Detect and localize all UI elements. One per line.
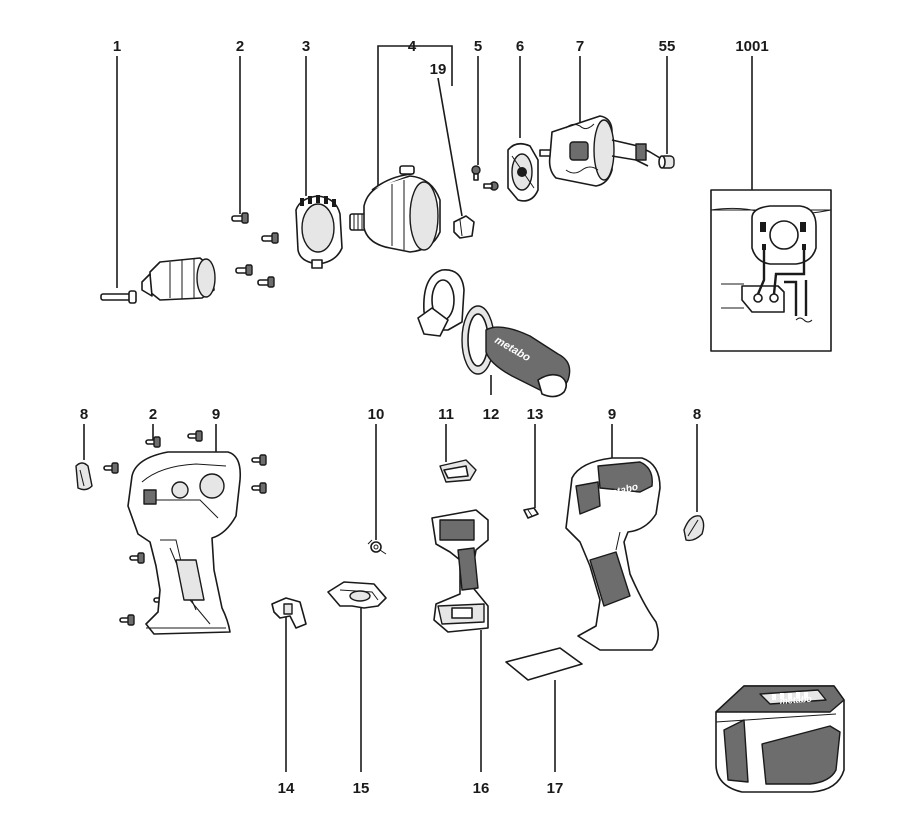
part-7-motor (539, 115, 661, 187)
battery-pack: metabo (715, 685, 845, 793)
leader-lines (83, 45, 753, 772)
part-chuck (141, 257, 216, 301)
part-17-label (505, 647, 583, 681)
part-1001-wiring-diagram (710, 189, 832, 352)
model-mark-housing: LTX (606, 500, 625, 514)
part-8-plug-left (75, 462, 93, 491)
part-label-8-left: 8 (80, 406, 88, 423)
part-14-bracket (271, 597, 307, 629)
part-9-housing-right: metabo LTX (565, 457, 661, 651)
part-label-55: 55 (659, 38, 676, 55)
part-label-13: 13 (527, 406, 544, 423)
part-4-gearbox (349, 165, 441, 253)
part-label-3: 3 (302, 38, 310, 55)
part-label-12: 12 (483, 406, 500, 423)
part-8-plug-right (683, 515, 705, 542)
part-label-17: 17 (547, 780, 564, 797)
part-label-7: 7 (576, 38, 584, 55)
part-1-screw (100, 290, 137, 304)
part-13-clip (523, 507, 539, 519)
part-label-1: 1 (113, 38, 121, 55)
part-number-labels: 1 2 3 4 19 5 6 7 55 1001 8 2 9 10 11 12 … (80, 38, 769, 797)
part-label-2-top: 2 (236, 38, 244, 55)
part-label-1001: 1001 (735, 38, 768, 55)
part-label-10: 10 (368, 406, 385, 423)
brand-mark-battery: metabo (779, 694, 812, 706)
part-label-6: 6 (516, 38, 524, 55)
part-15-holder (327, 581, 387, 609)
part-55-bushing (658, 155, 675, 169)
part-6-plate (507, 142, 539, 202)
part-2-screws (231, 212, 279, 288)
part-16-switch-module (431, 509, 489, 633)
part-label-15: 15 (353, 780, 370, 797)
part-label-9-left: 9 (212, 406, 220, 423)
part-19-clip (453, 215, 475, 239)
part-12-side-handle: metabo (417, 269, 571, 398)
part-label-2-lower: 2 (149, 406, 157, 423)
part-label-14: 14 (278, 780, 295, 797)
part-label-4: 4 (408, 38, 417, 55)
part-5-screws (471, 165, 499, 191)
part-9-housing-left (127, 451, 242, 635)
part-label-11: 11 (438, 406, 454, 423)
part-11-switch-button (439, 459, 477, 483)
part-label-9-right: 9 (608, 406, 616, 423)
part-label-16: 16 (473, 780, 490, 797)
part-label-8-right: 8 (693, 406, 701, 423)
part-3-ring (295, 195, 343, 269)
part-label-19: 19 (430, 61, 447, 78)
part-10-spring (367, 539, 387, 555)
part-label-5: 5 (474, 38, 482, 55)
